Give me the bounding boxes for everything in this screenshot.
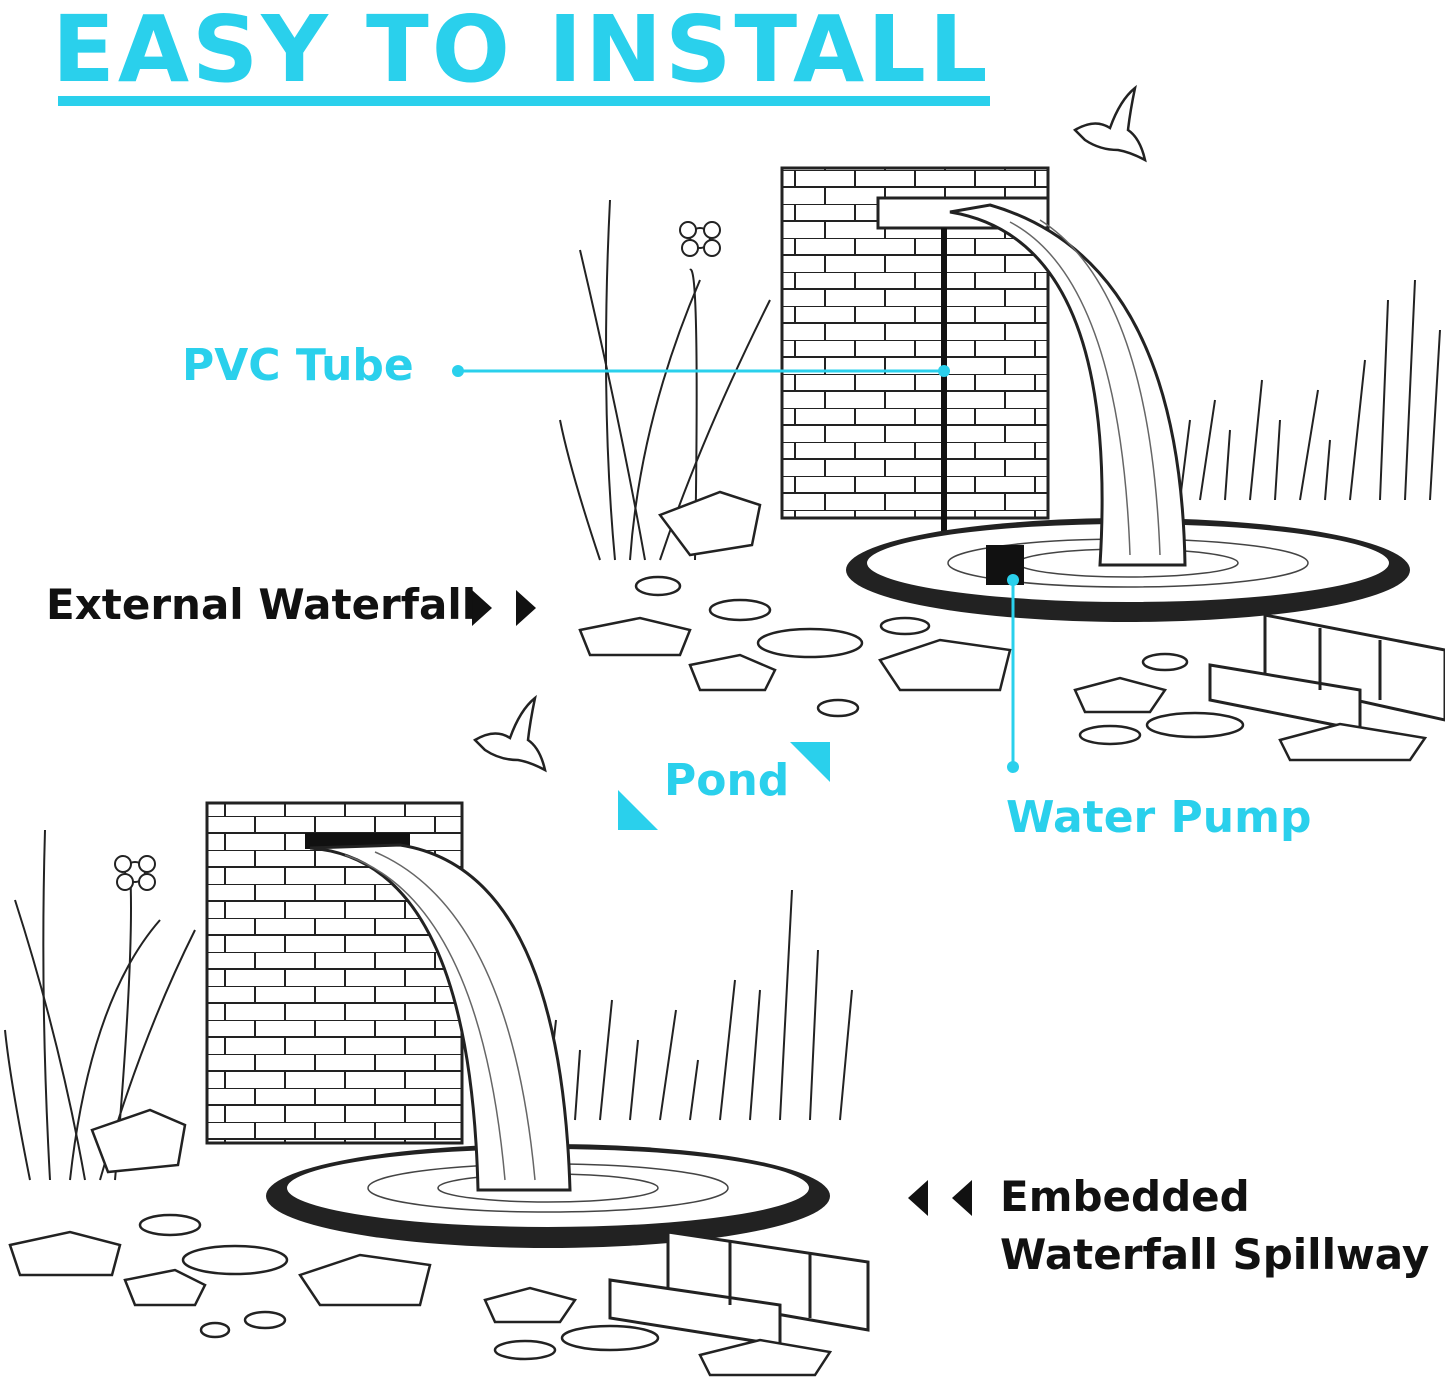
pvc-tube-label: PVC Tube	[182, 340, 414, 391]
water-stream-bottom	[309, 843, 572, 1192]
rocks-top	[578, 490, 1428, 762]
diagonal-corner-arrows-icon	[618, 742, 830, 830]
rocks-bottom	[8, 1108, 833, 1377]
pvc-tube-callout	[452, 365, 950, 377]
flower-top	[679, 221, 721, 257]
bird-icon	[1072, 84, 1147, 163]
embedded-label-line1: Embedded	[1000, 1172, 1250, 1221]
title-underline	[58, 96, 990, 106]
embedded-waterfall-scene	[4, 801, 870, 1377]
pond-label: Pond	[664, 755, 790, 806]
steps-top	[1208, 613, 1445, 732]
water-pump-label: Water Pump	[1006, 792, 1312, 843]
external-waterfall-scene	[559, 166, 1445, 762]
embedded-label-line2: Waterfall Spillway	[1000, 1230, 1430, 1279]
page-title: EASY TO INSTALL	[52, 0, 991, 103]
flower-bottom	[114, 855, 156, 891]
double-left-triangle-icon	[908, 1180, 972, 1216]
steps-bottom	[608, 1230, 870, 1347]
water-pump-callout	[1007, 574, 1019, 773]
external-waterfall-label: External Waterfall	[46, 580, 477, 629]
water-stream-top	[949, 203, 1187, 567]
bird-icon	[472, 694, 547, 773]
double-right-triangle-icon	[472, 590, 536, 626]
